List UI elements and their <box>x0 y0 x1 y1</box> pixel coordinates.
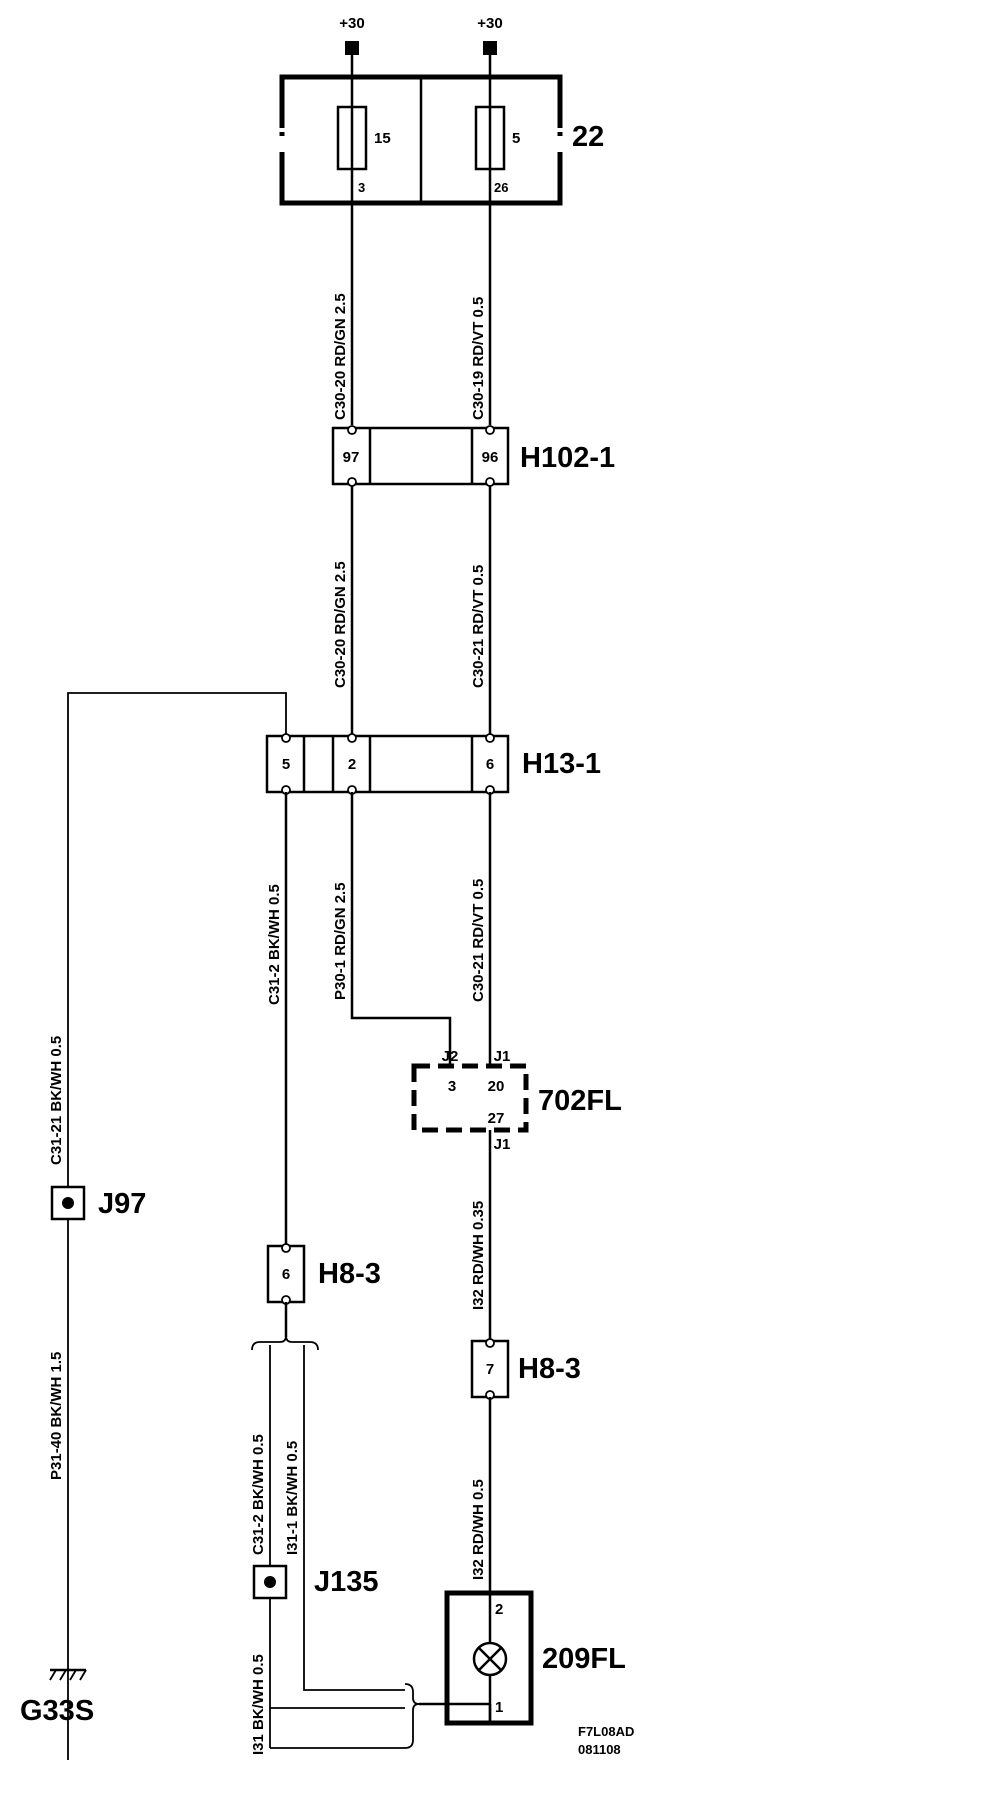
wire-label-ground-lower: P31-40 BK/WH 1.5 <box>48 1352 65 1480</box>
h13-pin-2: 2 <box>348 756 356 773</box>
m702-conn-j1: J1 <box>494 1048 511 1065</box>
m702-conn-j2: J2 <box>442 1048 459 1065</box>
module-702fl <box>411 1063 529 1133</box>
footer-code: F7L08AD <box>578 1724 634 1739</box>
wire-label-702-out: I32 RD/WH 0.35 <box>470 1201 487 1310</box>
wire-label-ground-upper: C31-21 BK/WH 0.5 <box>48 1036 65 1165</box>
fuse-left-value: 15 <box>374 130 391 147</box>
fuse-box-pin-left: 3 <box>358 180 365 195</box>
lamp-id: 209FL <box>542 1643 626 1675</box>
connector-h8-left <box>266 1243 306 1305</box>
wire-label-h13-2: P30-1 RD/GN 2.5 <box>332 882 349 1000</box>
supply-terminal-right <box>483 41 497 55</box>
wire-label-i31: I31 BK/WH 0.5 <box>250 1654 267 1755</box>
supply-label-right: +30 <box>477 15 502 32</box>
m702-pin-20: 20 <box>488 1078 505 1095</box>
ground-icon <box>49 1668 87 1681</box>
splice-j135 <box>252 1564 288 1600</box>
m702-conn-j1-bottom: J1 <box>494 1136 511 1153</box>
h102-pin-left: 97 <box>343 449 360 466</box>
footer-date: 081108 <box>578 1742 621 1757</box>
m702-pin-3: 3 <box>448 1078 456 1095</box>
fuse-box-pin-right: 26 <box>494 180 508 195</box>
wire-label-h8-7-out: I32 RD/WH 0.5 <box>470 1479 487 1580</box>
wire-label-fuse-right: C30-19 RD/VT 0.5 <box>470 297 487 420</box>
h8-left-pin: 6 <box>282 1266 290 1283</box>
h13-pin-6: 6 <box>486 756 494 773</box>
h8-left-id: H8-3 <box>318 1258 381 1290</box>
wire-label-h13-6: C30-21 RD/VT 0.5 <box>470 879 487 1002</box>
h8-right-pin: 7 <box>486 1361 494 1378</box>
h13-id: H13-1 <box>522 748 601 780</box>
wire-label-h13-5: C31-2 BK/WH 0.5 <box>266 884 283 1005</box>
connector-h102 <box>331 425 510 487</box>
wire-label-fuse-left: C30-20 RD/GN 2.5 <box>332 293 349 420</box>
splice-j135-label: J135 <box>314 1566 379 1598</box>
m702-pin-27: 27 <box>488 1110 505 1127</box>
h8-right-id: H8-3 <box>518 1353 581 1385</box>
wire-label-c31-2-lower: C31-2 BK/WH 0.5 <box>250 1434 267 1555</box>
h102-id: H102-1 <box>520 442 615 474</box>
fuse-box-id: 22 <box>572 121 604 153</box>
wire-label-h102-left: C30-20 RD/GN 2.5 <box>332 561 349 688</box>
m702-id: 702FL <box>538 1085 622 1117</box>
lamp-209fl <box>444 1590 534 1726</box>
h13-pin-5: 5 <box>282 756 290 773</box>
splice-j97-label: J97 <box>98 1188 146 1220</box>
ground-id: G33S <box>20 1695 94 1727</box>
splice-j97 <box>50 1185 86 1221</box>
lamp-pin-bottom: 1 <box>495 1699 503 1716</box>
wire-label-h102-right: C30-21 RD/VT 0.5 <box>470 565 487 688</box>
fuse-right-value: 5 <box>512 130 520 147</box>
supply-label-left: +30 <box>339 15 364 32</box>
supply-terminal-left <box>345 41 359 55</box>
h102-pin-right: 96 <box>482 449 499 466</box>
wire-label-i31-1: I31-1 BK/WH 0.5 <box>284 1441 301 1555</box>
connector-h13 <box>265 733 510 795</box>
lamp-pin-top: 2 <box>495 1601 503 1618</box>
fuse-box <box>278 55 564 425</box>
